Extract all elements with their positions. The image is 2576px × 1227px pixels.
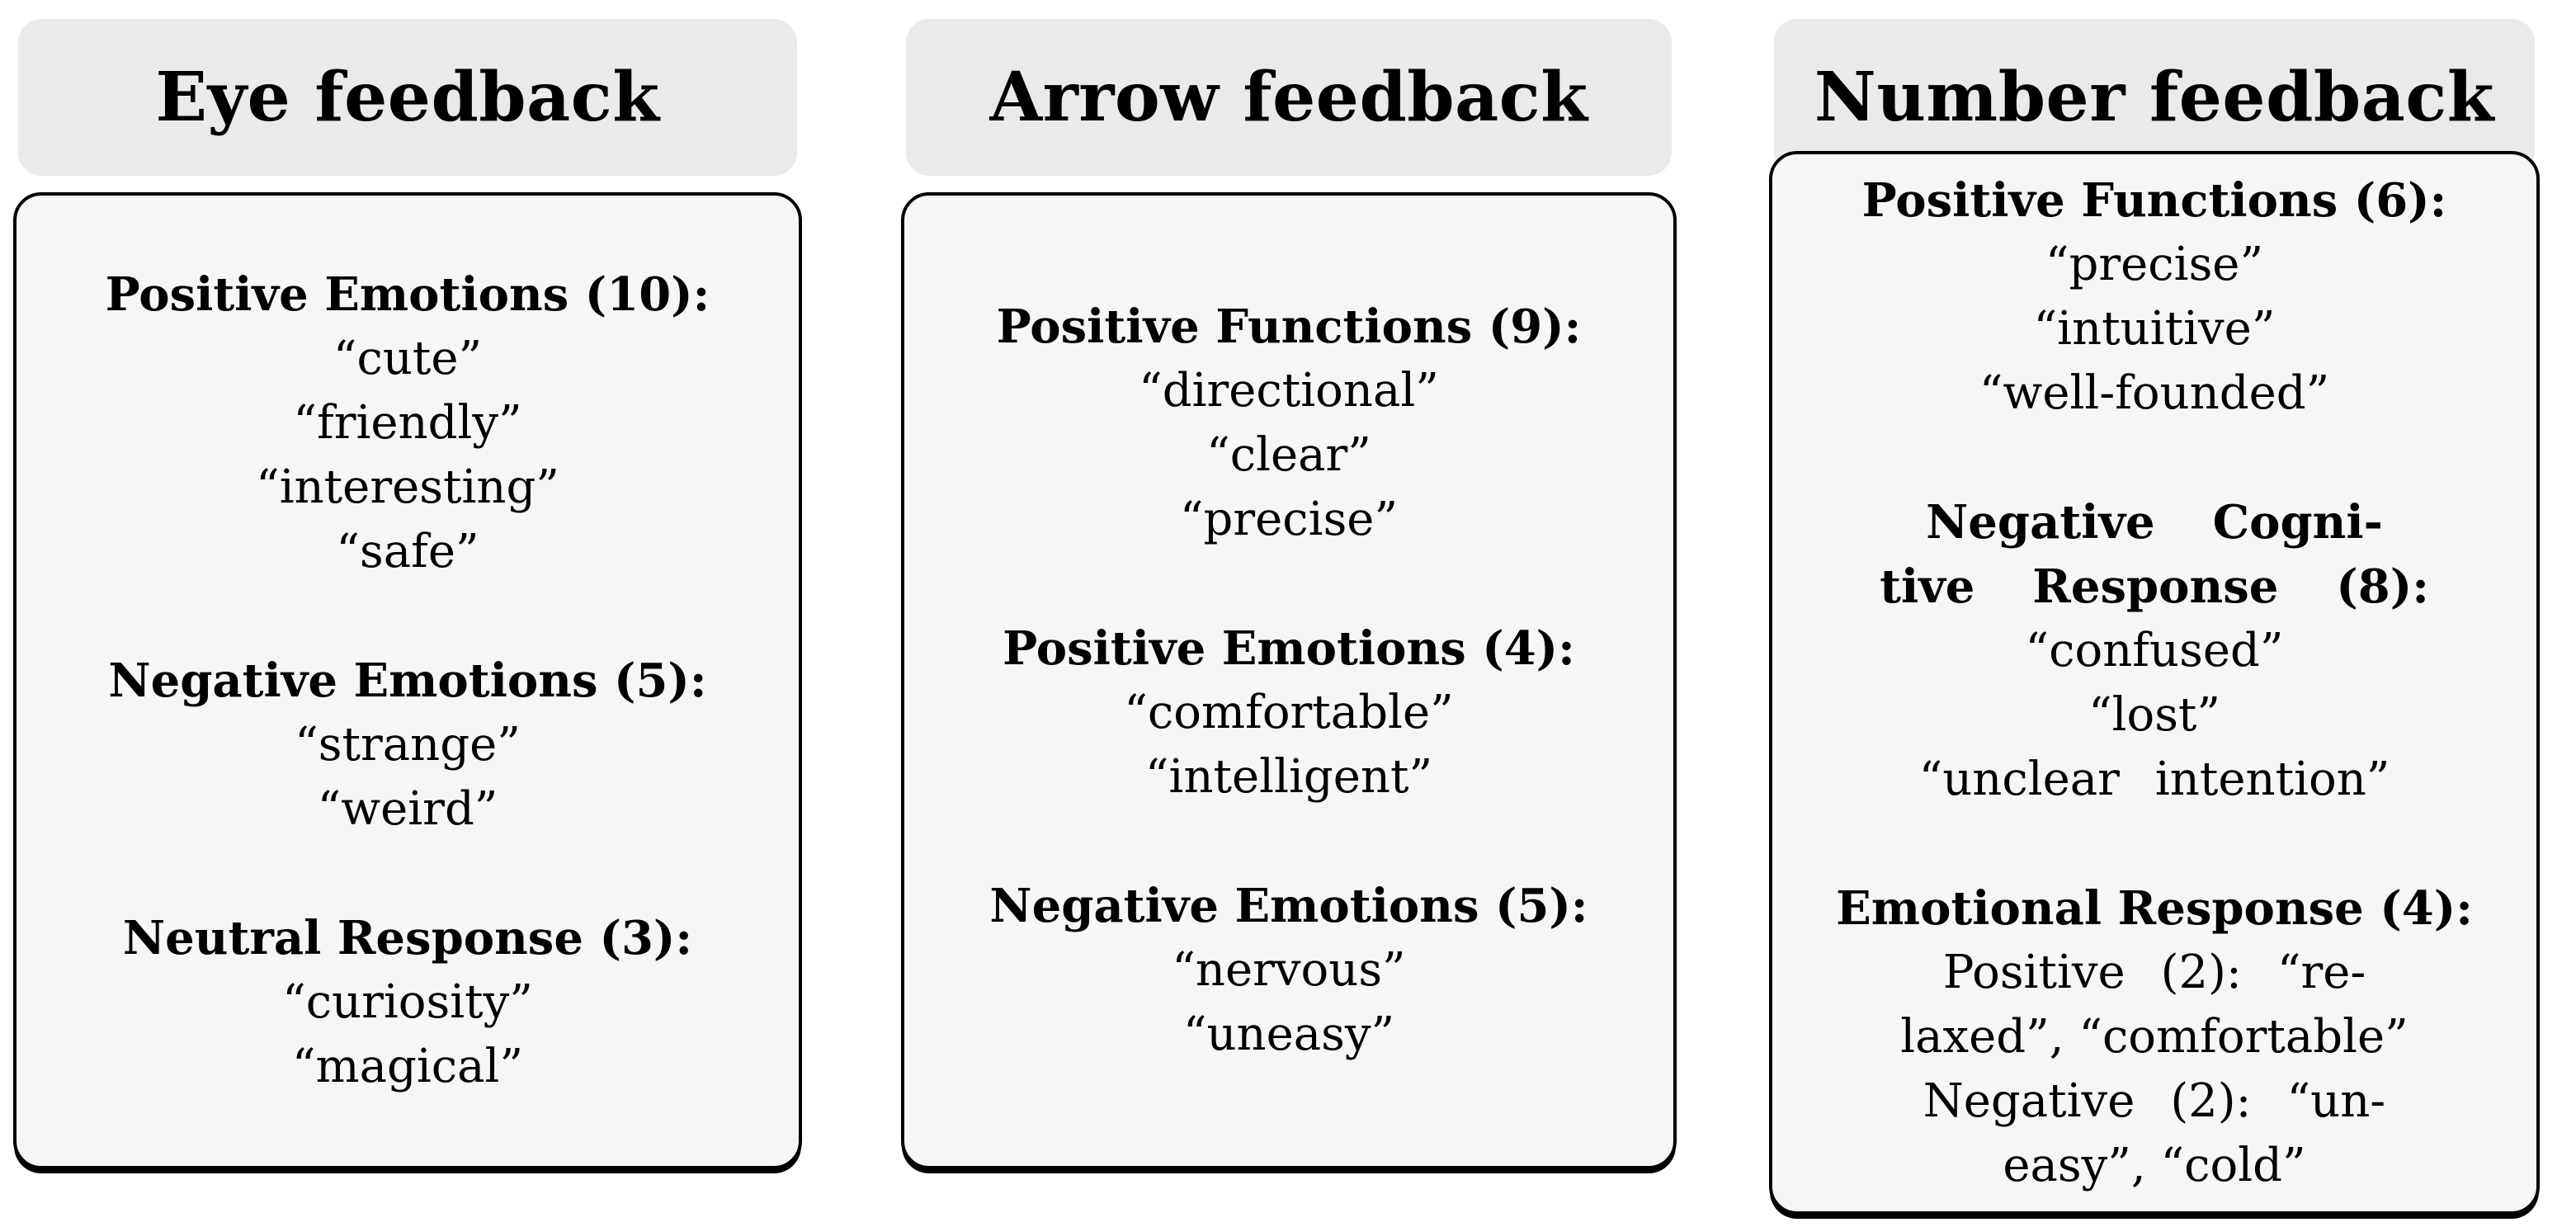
feedback-term: “well-founded” [1979, 366, 2330, 420]
feedback-term: laxed”, “comfortable” [1900, 1009, 2409, 1064]
column-box-number: Positive Functions (6): “precise” “intuiti… [1769, 151, 2540, 1215]
feedback-term: “intuitive” [2033, 301, 2276, 356]
group-heading: Emotional Response (4): [1836, 880, 2473, 936]
feedback-term: “comfortable” [1124, 686, 1454, 739]
feedback-term: “lost” [2088, 687, 2221, 742]
blank-line [1781, 426, 2528, 490]
feedback-term: “unclear intention” [1918, 752, 2390, 806]
column-header-arrow: Arrow feedback [906, 19, 1672, 176]
group-heading: Positive Functions (9): [996, 300, 1582, 354]
feedback-term: “weird” [317, 782, 498, 836]
feedback-term: easy”, “cold” [2003, 1138, 2306, 1192]
blank-line [25, 842, 790, 906]
group-heading: tive Response (8): [1880, 559, 2429, 614]
group-heading: Negative Emotions (5): [989, 879, 1588, 933]
column-title: Number feedback [1814, 58, 2495, 137]
feedback-term: “nervous” [1172, 943, 1406, 997]
group-heading: Positive Emotions (4): [1003, 621, 1575, 676]
group-heading: Negative Cogni- [1926, 494, 2383, 550]
column-header-number: Number feedback [1774, 19, 2535, 176]
blank-line [25, 584, 790, 649]
column-box-arrow: Positive Functions (9): “directional” “cle… [901, 192, 1677, 1169]
column-arrow-feedback: Arrow feedback Positive Functions (9): “d… [901, 0, 1677, 1227]
group-heading: Negative Emotions (5): [108, 654, 707, 708]
feedback-term: “interesting” [256, 460, 559, 514]
feedback-term: “cute” [333, 332, 483, 385]
group-heading: Neutral Response (3): [122, 911, 693, 965]
feedback-term: Positive (2): “re- [1942, 945, 2366, 999]
group-heading: Positive Emotions (10): [105, 267, 710, 322]
feedback-term: Negative (2): “un- [1923, 1074, 2386, 1128]
blank-line [913, 552, 1665, 616]
feedback-term: “strange” [295, 718, 521, 772]
feedback-term: “intelligent” [1144, 750, 1433, 804]
feedback-term: “magical” [291, 1040, 524, 1093]
feedback-term: “directional” [1139, 364, 1439, 418]
feedback-term: “precise” [1179, 493, 1399, 546]
feedback-term: “uneasy” [1182, 1008, 1395, 1061]
feedback-term: “safe” [336, 525, 479, 578]
column-title: Arrow feedback [989, 58, 1588, 137]
column-title: Eye feedback [155, 58, 660, 137]
feedback-term: “curiosity” [282, 975, 533, 1029]
column-header-eye: Eye feedback [18, 19, 797, 176]
column-box-eye: Positive Emotions (10): “cute” “friendly” “… [13, 192, 802, 1169]
feedback-term: “clear” [1206, 428, 1371, 482]
group-heading: Positive Functions (6): [1861, 172, 2447, 228]
column-number-feedback: Number feedback Positive Functions (6): “… [1769, 0, 2540, 1227]
feedback-term: “confused” [2025, 623, 2284, 677]
feedback-term: “friendly” [293, 396, 522, 450]
blank-line [1781, 812, 2528, 876]
feedback-term: “precise” [2045, 237, 2264, 291]
blank-line [913, 809, 1665, 874]
column-eye-feedback: Eye feedback Positive Emotions (10): “cut… [13, 0, 802, 1227]
